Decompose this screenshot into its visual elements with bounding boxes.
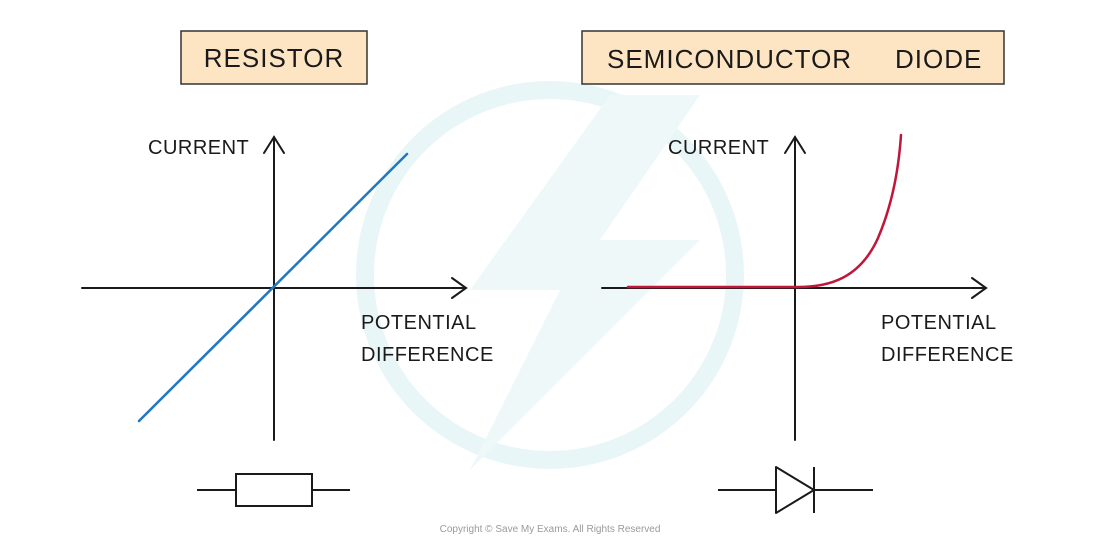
diode-x-axis-label-line2: DIFFERENCE: [881, 344, 1014, 366]
resistor-x-arrowhead: [451, 277, 468, 299]
resistor-symbol-icon: [197, 473, 350, 507]
diode-y-axis-label: CURRENT: [668, 137, 769, 159]
copyright-notice: Copyright © Save My Exams. All Rights Re…: [440, 524, 661, 535]
diode-y-arrowhead: [784, 135, 806, 154]
diode-symbol-icon: [718, 466, 873, 514]
resistor-y-axis-label: CURRENT: [148, 137, 249, 159]
resistor-y-arrowhead: [263, 135, 285, 154]
diode-iv-curve: [626, 133, 903, 289]
resistor-x-axis-label-line2: DIFFERENCE: [361, 344, 494, 366]
diode-title-box: [581, 30, 1005, 85]
resistor-x-axis-label-line1: POTENTIAL: [361, 312, 477, 334]
diode-x-arrowhead: [971, 277, 988, 299]
resistor-title-box: [180, 30, 368, 85]
diode-title-word2: DIODE: [895, 44, 982, 74]
diode-axes: [601, 135, 988, 441]
diode-title-word1: SEMICONDUCTOR: [607, 44, 852, 74]
diode-panel: SEMICONDUCTOR DIODE CURRENT POTENTIAL DI…: [581, 30, 1014, 514]
diode-x-axis-label-line1: POTENTIAL: [881, 312, 997, 334]
resistor-iv-line: [137, 152, 409, 423]
watermark-logo-icon: [356, 81, 744, 470]
resistor-title: RESISTOR: [204, 43, 344, 73]
resistor-panel: RESISTOR CURRENT POTENTIAL DIFFERENCE: [81, 30, 494, 507]
